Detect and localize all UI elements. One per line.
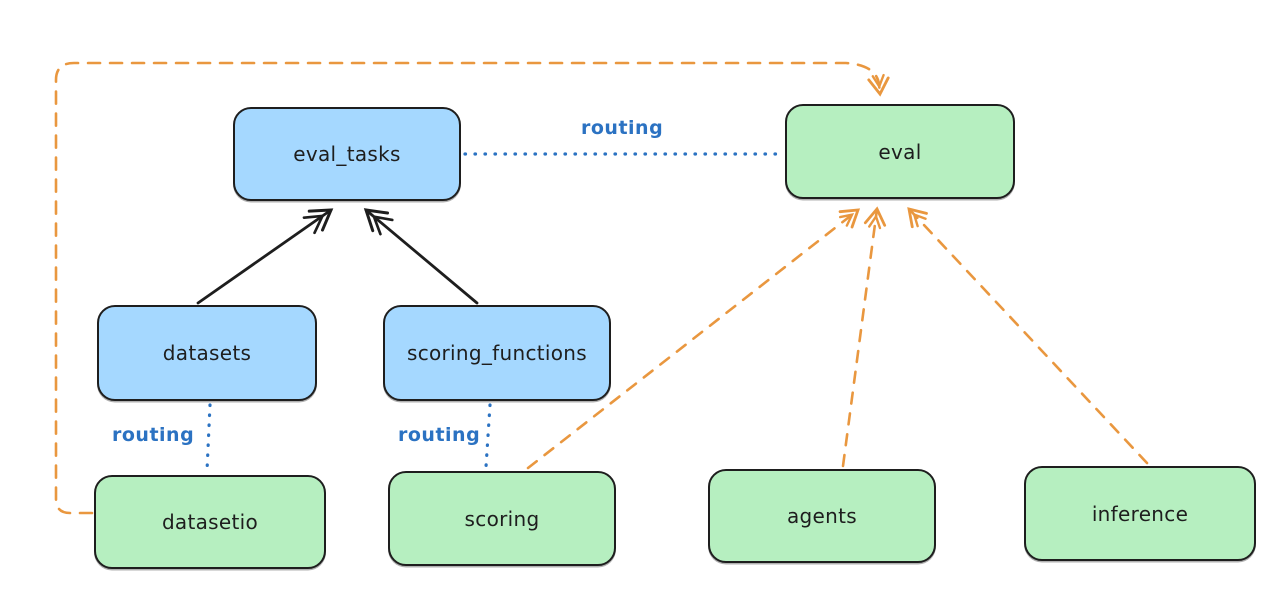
- node-datasets-label: datasets: [162, 341, 252, 365]
- node-datasetio: datasetio: [94, 475, 326, 569]
- node-datasetio-label: datasetio: [161, 510, 259, 534]
- edge-scoring-functions-to-eval-tasks: [363, 208, 479, 305]
- node-inference-label: inference: [1091, 501, 1189, 526]
- edge-datasets-to-datasetio: [205, 403, 212, 473]
- edge-datasets-to-eval-tasks: [196, 208, 334, 305]
- node-scoring-label: scoring: [464, 506, 540, 531]
- node-agents: agents: [708, 469, 936, 563]
- edge-agents-to-eval: [841, 206, 887, 468]
- node-eval: eval: [785, 104, 1015, 199]
- node-scoring-functions: scoring_functions: [383, 305, 611, 401]
- edge-scoring-functions-to-scoring: [484, 403, 492, 469]
- node-datasets: datasets: [97, 305, 317, 401]
- node-inference: inference: [1024, 466, 1256, 561]
- routing-label-eval-tasks-to-eval: routing: [581, 117, 664, 139]
- node-scoring: scoring: [388, 471, 616, 566]
- node-eval-tasks: eval_tasks: [233, 107, 461, 201]
- routing-label-datasets-to-datasetio: routing: [112, 424, 195, 446]
- node-scoring-functions-label: scoring_functions: [406, 341, 588, 365]
- node-agents-label: agents: [787, 504, 857, 528]
- node-eval-tasks-label: eval_tasks: [293, 142, 401, 166]
- node-eval-label: eval: [878, 139, 922, 164]
- routing-label-scoring-functions-to-scoring: routing: [398, 424, 481, 446]
- edge-inference-to-eval: [907, 207, 1149, 465]
